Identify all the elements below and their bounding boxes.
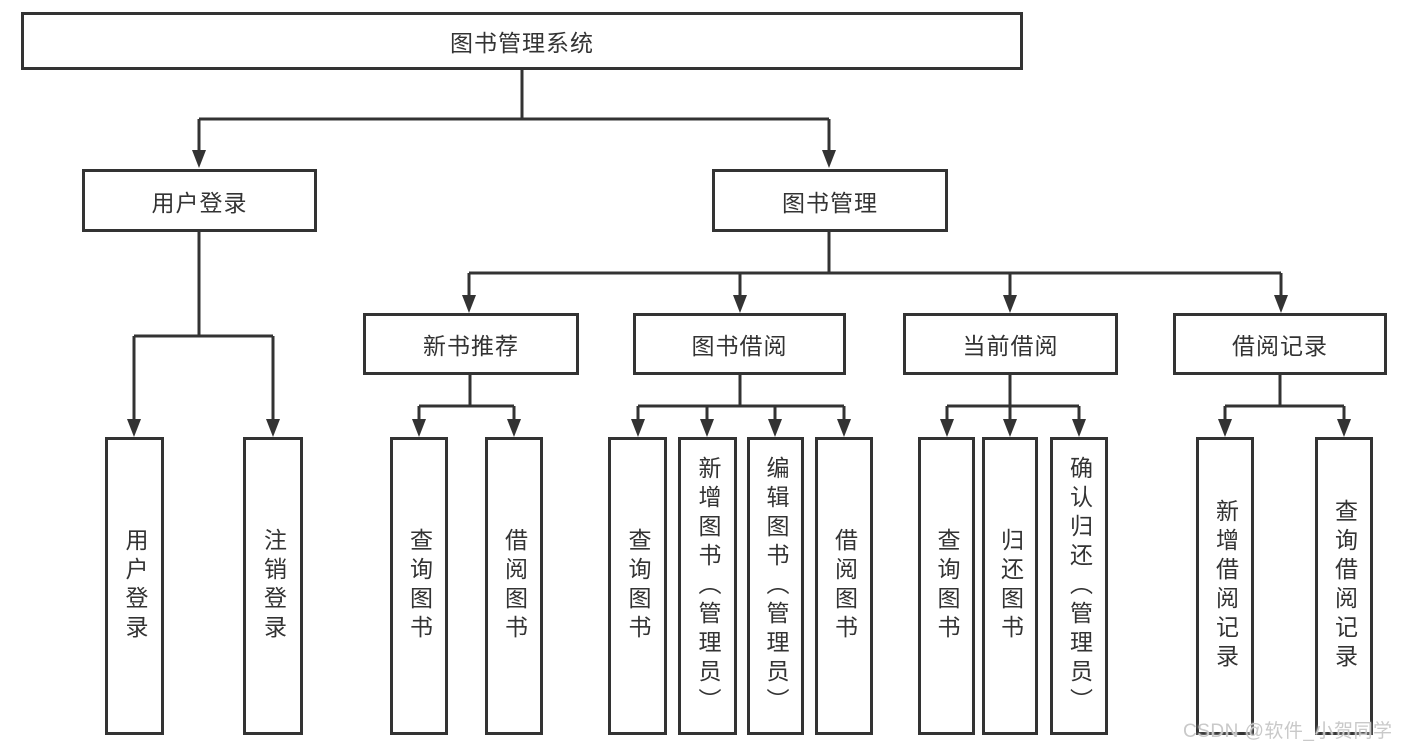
leaf-user-login-label: 用户登录 (122, 528, 148, 644)
leaf-add-borrow-record: 新增借阅记录 (1196, 437, 1254, 735)
node-library-system-label: 图书管理系统 (450, 30, 594, 56)
node-borrow-records: 借阅记录 (1173, 313, 1387, 375)
node-new-book-recommend: 新书推荐 (363, 313, 579, 375)
leaf-edit-book-admin: 编辑图书（管理员） (747, 437, 804, 735)
node-book-management: 图书管理 (712, 169, 948, 232)
leaf-borrow-books-label: 借阅图书 (831, 528, 858, 644)
leaf-query-books-borrow: 查询图书 (608, 437, 667, 735)
leaf-logout-label: 注销登录 (260, 528, 287, 644)
node-user-login: 用户登录 (82, 169, 317, 232)
leaf-add-book-admin-label: 新增图书（管理员） (695, 455, 721, 717)
leaf-borrow-books-recommend-label: 借阅图书 (501, 528, 528, 644)
node-user-login-label: 用户登录 (151, 189, 248, 216)
leaf-logout: 注销登录 (243, 437, 303, 735)
leaf-query-books-recommend: 查询图书 (390, 437, 448, 735)
node-book-borrow-label: 图书借阅 (691, 333, 788, 359)
leaf-user-login: 用户登录 (105, 437, 164, 735)
leaf-query-books-recommend-label: 查询图书 (406, 528, 433, 644)
leaf-add-borrow-record-label: 新增借阅记录 (1212, 499, 1239, 673)
csdn-watermark: CSDN @软件_小贺同学 (1183, 721, 1393, 742)
leaf-borrow-books-recommend: 借阅图书 (485, 437, 543, 735)
leaf-confirm-return-admin: 确认归还（管理员） (1050, 437, 1108, 735)
leaf-query-borrow-record: 查询借阅记录 (1315, 437, 1373, 735)
leaf-return-books-label: 归还图书 (997, 528, 1024, 644)
leaf-query-books-current: 查询图书 (918, 437, 975, 735)
leaf-edit-book-admin-label: 编辑图书（管理员） (763, 455, 789, 717)
leaf-return-books: 归还图书 (982, 437, 1038, 735)
leaf-borrow-books: 借阅图书 (815, 437, 873, 735)
leaf-query-books-borrow-label: 查询图书 (625, 528, 651, 644)
leaf-confirm-return-admin-label: 确认归还（管理员） (1066, 455, 1093, 717)
node-new-book-recommend-label: 新书推荐 (423, 333, 519, 359)
node-library-system: 图书管理系统 (21, 12, 1023, 70)
leaf-add-book-admin: 新增图书（管理员） (678, 437, 737, 735)
node-current-borrow-label: 当前借阅 (962, 333, 1059, 359)
node-book-borrow: 图书借阅 (633, 313, 846, 375)
node-borrow-records-label: 借阅记录 (1232, 333, 1328, 359)
node-book-management-label: 图书管理 (782, 189, 878, 216)
leaf-query-borrow-record-label: 查询借阅记录 (1331, 499, 1358, 673)
leaf-query-books-current-label: 查询图书 (934, 528, 960, 644)
node-current-borrow: 当前借阅 (903, 313, 1118, 375)
